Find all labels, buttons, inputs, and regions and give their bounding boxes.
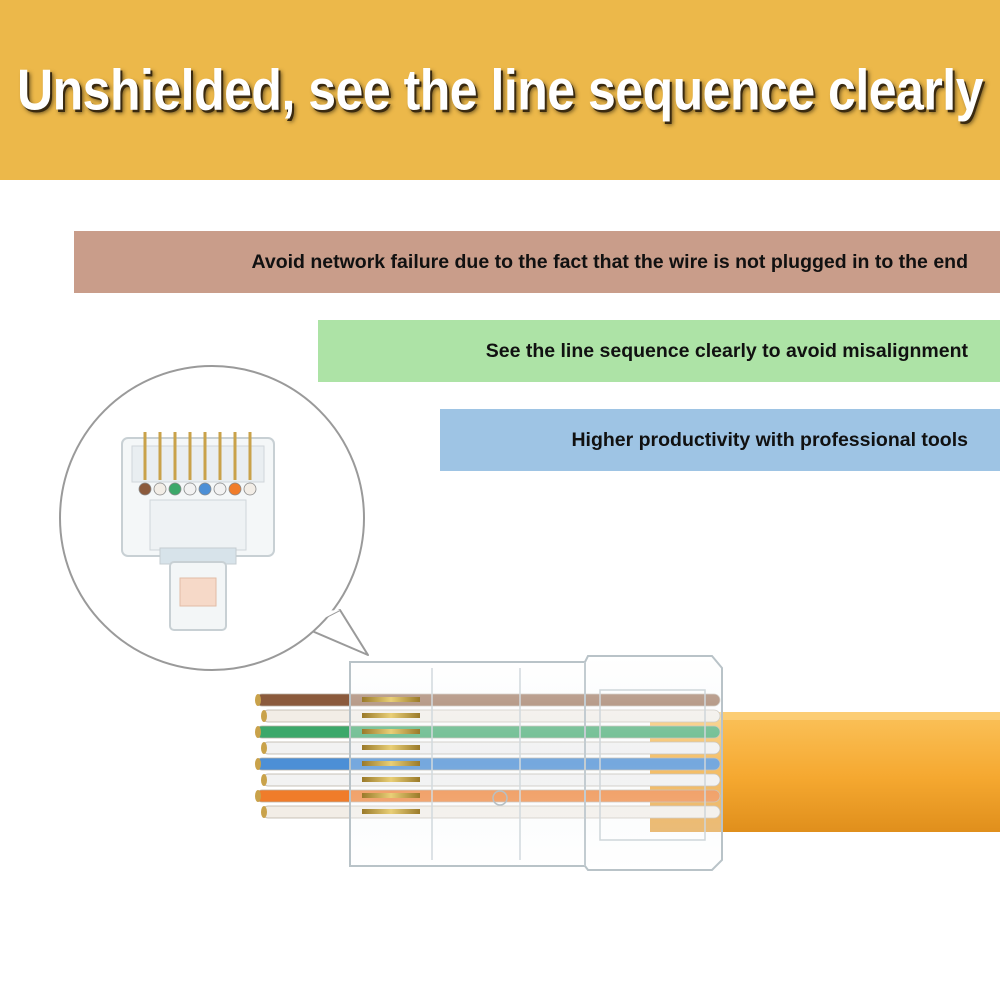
front-pin (203, 432, 207, 480)
front-pin (143, 432, 147, 480)
wire-end (261, 774, 267, 786)
feature-text-line-sequence: See the line sequence clearly to avoid m… (485, 339, 968, 362)
wire-end (255, 726, 261, 738)
wire-dot (183, 482, 197, 496)
feature-text-productivity: Higher productivity with professional to… (571, 428, 968, 451)
wire-end (255, 758, 261, 770)
gold-contact (362, 777, 420, 782)
wire-dot (228, 482, 242, 496)
connector-body (349, 655, 723, 871)
gold-contact (362, 713, 420, 718)
gold-contact (362, 793, 420, 798)
wire-end (261, 710, 267, 722)
feature-strip-productivity: Higher productivity with professional to… (440, 409, 1000, 471)
feature-text-wire-depth: Avoid network failure due to the fact th… (251, 250, 968, 273)
banner-title: Unshielded, see the line sequence clearl… (16, 57, 984, 123)
wire-dot (213, 482, 227, 496)
wire-dot (153, 482, 167, 496)
front-pin (218, 432, 222, 480)
front-pin (188, 432, 192, 480)
wire-dot (168, 482, 182, 496)
wire-dot (243, 482, 257, 496)
feature-strip-wire-depth: Avoid network failure due to the fact th… (74, 231, 1000, 293)
wire-end (261, 742, 267, 754)
front-pin (173, 432, 177, 480)
wire-dot (138, 482, 152, 496)
gold-contact (362, 729, 420, 734)
feature-strip-line-sequence: See the line sequence clearly to avoid m… (318, 320, 1000, 382)
wire-dot (198, 482, 212, 496)
cable-jacket (650, 712, 1000, 832)
gold-contact (362, 697, 420, 702)
wire-end (255, 694, 261, 706)
gold-contact (362, 809, 420, 814)
front-pin (248, 432, 252, 480)
gold-contact (362, 745, 420, 750)
connector-front-view (121, 432, 275, 631)
title-banner: Unshielded, see the line sequence clearl… (0, 0, 1000, 180)
front-pin (233, 432, 237, 480)
wire-end (255, 790, 261, 802)
front-pin (158, 432, 162, 480)
wire-end (261, 806, 267, 818)
gold-contact (362, 761, 420, 766)
